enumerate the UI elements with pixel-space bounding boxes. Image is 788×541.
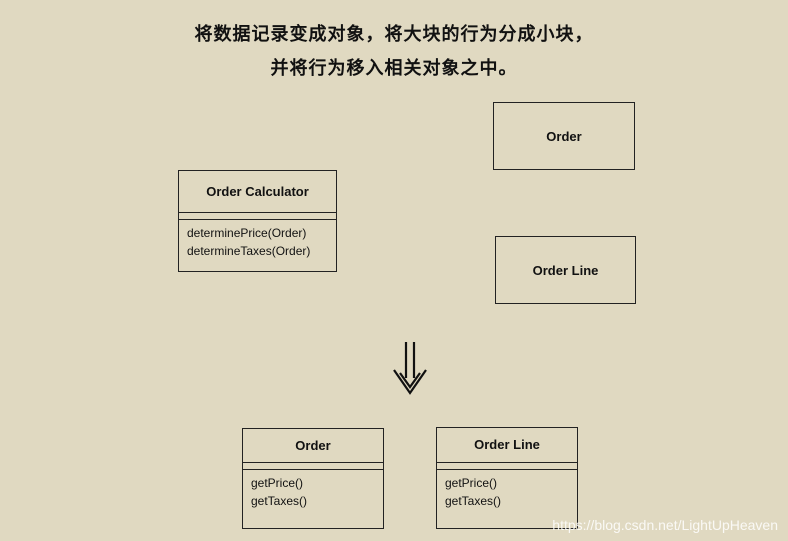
operation: getPrice() [445, 476, 498, 490]
class-attributes [179, 213, 336, 220]
class-operations: getPrice() getTaxes() [437, 470, 577, 514]
title-line-2: 并将行为移入相关对象之中。 [270, 58, 518, 79]
order-line-box: Order Line [495, 236, 636, 304]
class-attributes [437, 463, 577, 470]
order-box: Order [493, 102, 635, 170]
operation: determinePrice(Order) [187, 226, 307, 240]
class-name: Order [243, 429, 383, 463]
title-line-1: 将数据记录变成对象，将大块的行为分成小块， [194, 24, 594, 45]
order-calculator-class: Order Calculator determinePrice(Order) d… [178, 170, 337, 272]
order-line-box-label: Order Line [532, 262, 599, 278]
operation: getPrice() [251, 476, 304, 490]
operation: getTaxes() [445, 494, 502, 508]
order-line-class: Order Line getPrice() getTaxes() [436, 427, 578, 529]
class-name: Order Calculator [179, 171, 336, 213]
class-operations: determinePrice(Order) determineTaxes(Ord… [179, 220, 336, 264]
watermark: https://blog.csdn.net/LightUpHeaven [552, 517, 778, 533]
operation: determineTaxes(Order) [187, 244, 311, 258]
order-box-label: Order [546, 128, 582, 144]
class-attributes [243, 463, 383, 470]
operation: getTaxes() [251, 494, 308, 508]
class-name: Order Line [437, 428, 577, 463]
double-down-arrow-icon [393, 342, 427, 395]
class-operations: getPrice() getTaxes() [243, 470, 383, 514]
order-class: Order getPrice() getTaxes() [242, 428, 384, 529]
